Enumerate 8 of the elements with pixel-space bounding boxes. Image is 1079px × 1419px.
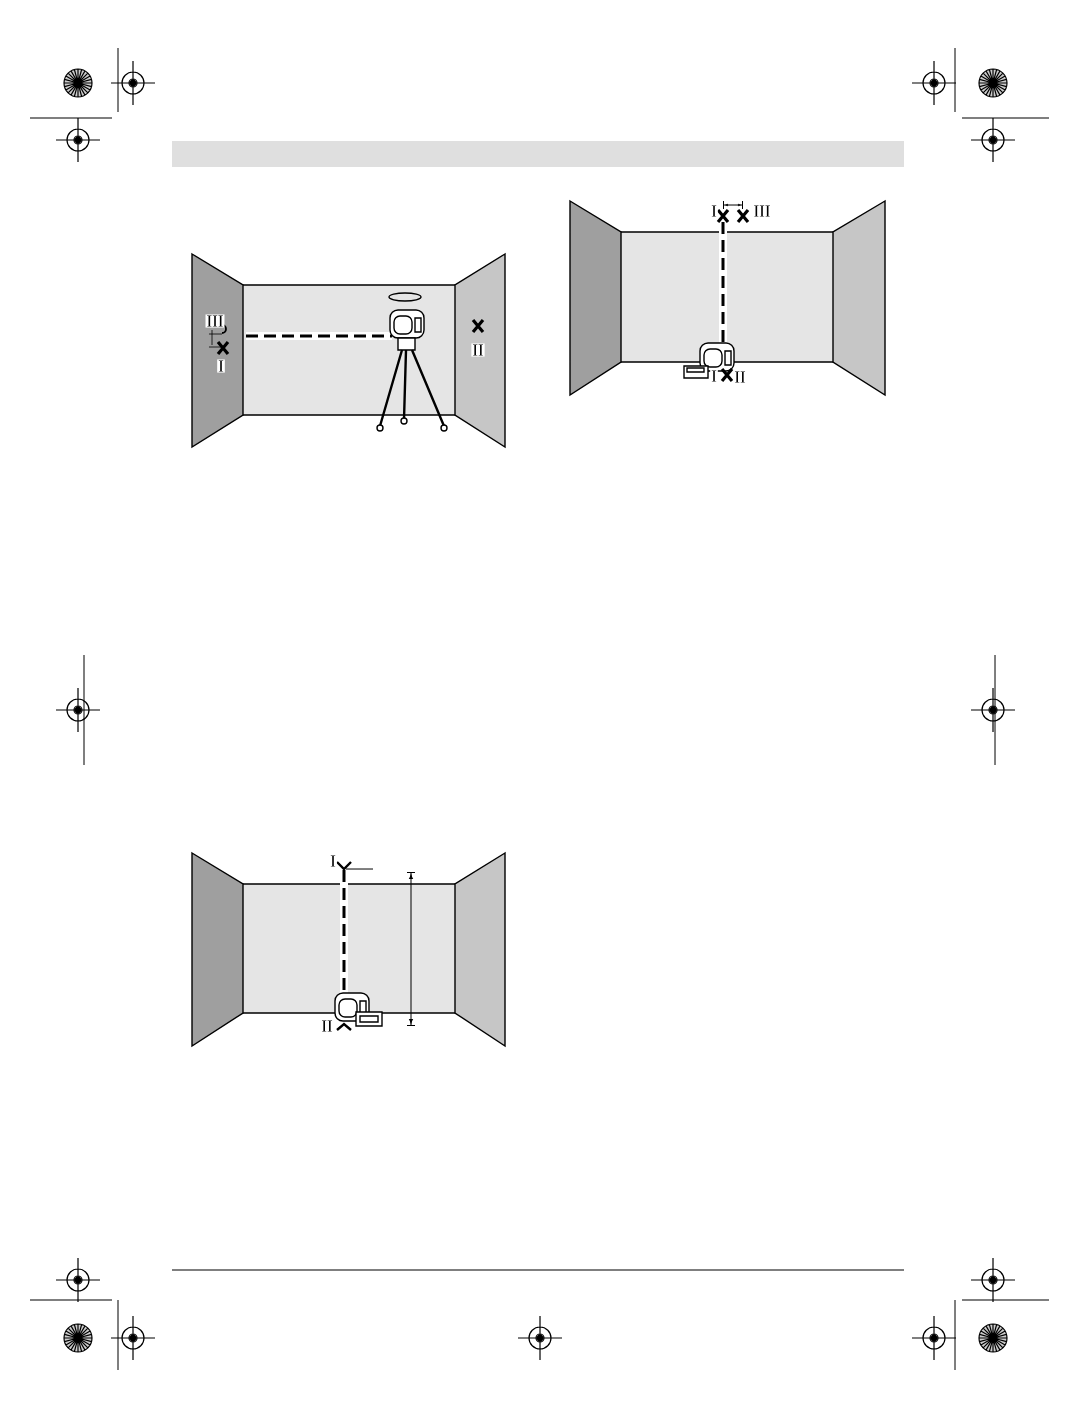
mark-label: II [471, 343, 485, 357]
mark-label: I [329, 854, 337, 868]
mark-label: II [733, 370, 747, 384]
mark-label: I [710, 204, 718, 218]
mark-label: I [710, 369, 718, 383]
mark-label: III [752, 204, 772, 218]
mark-label: I [217, 359, 225, 373]
mark-label: II [320, 1019, 334, 1033]
